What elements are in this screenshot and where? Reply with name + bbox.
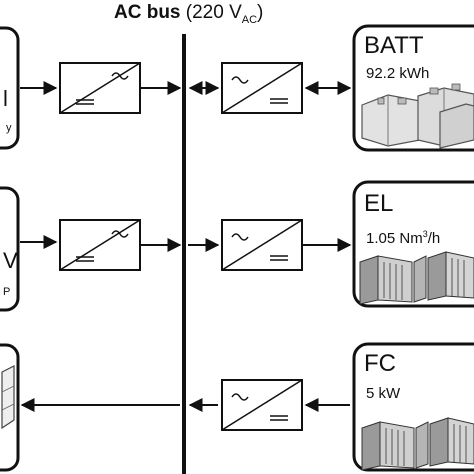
- converter-dc-ac-1: [59, 62, 141, 114]
- ac-bus-label: AC bus: [114, 2, 181, 23]
- left-fragment-row2: V: [3, 248, 18, 273]
- ac-bus-title: AC bus (220 VAC): [114, 2, 263, 26]
- converter-dc-ac-2: [59, 219, 141, 271]
- el-rate-sup: 3: [422, 229, 428, 239]
- left-source-box-2: [0, 186, 20, 312]
- battery-illustration: [361, 83, 474, 149]
- fc-title: FC: [364, 350, 396, 377]
- converter-ac-dc-el: [221, 219, 303, 271]
- pv-panel-fragment: [1, 365, 15, 430]
- ac-bus-voltage-prefix: (220 V: [185, 2, 242, 23]
- left-fragment-row2-small: P: [3, 286, 11, 298]
- el-rate-tail: /h: [427, 230, 441, 247]
- ac-bus-voltage-suffix: ): [257, 2, 264, 23]
- ac-bus-voltage-sub: AC: [241, 13, 258, 26]
- left-fragment-row1: l: [3, 86, 8, 111]
- el-rate-main: 1.05 Nm: [366, 230, 423, 247]
- fc-power: 5 kW: [366, 385, 401, 402]
- batt-capacity: 92.2 kWh: [366, 65, 430, 82]
- pv-panel-line: [1, 385, 15, 393]
- electrolyzer-illustration: [359, 251, 474, 305]
- el-rate: 1.05 Nm3/h: [366, 229, 441, 247]
- converter-ac-dc-batt: [221, 62, 303, 114]
- left-fragment-row1-small: y: [6, 122, 12, 134]
- converter-dc-ac-fc: [221, 379, 303, 431]
- batt-title: BATT: [364, 32, 424, 59]
- el-title: EL: [364, 190, 394, 217]
- fuel-cell-illustration: [361, 417, 474, 471]
- left-source-box-1: [0, 26, 20, 150]
- pv-panel-line: [1, 403, 15, 411]
